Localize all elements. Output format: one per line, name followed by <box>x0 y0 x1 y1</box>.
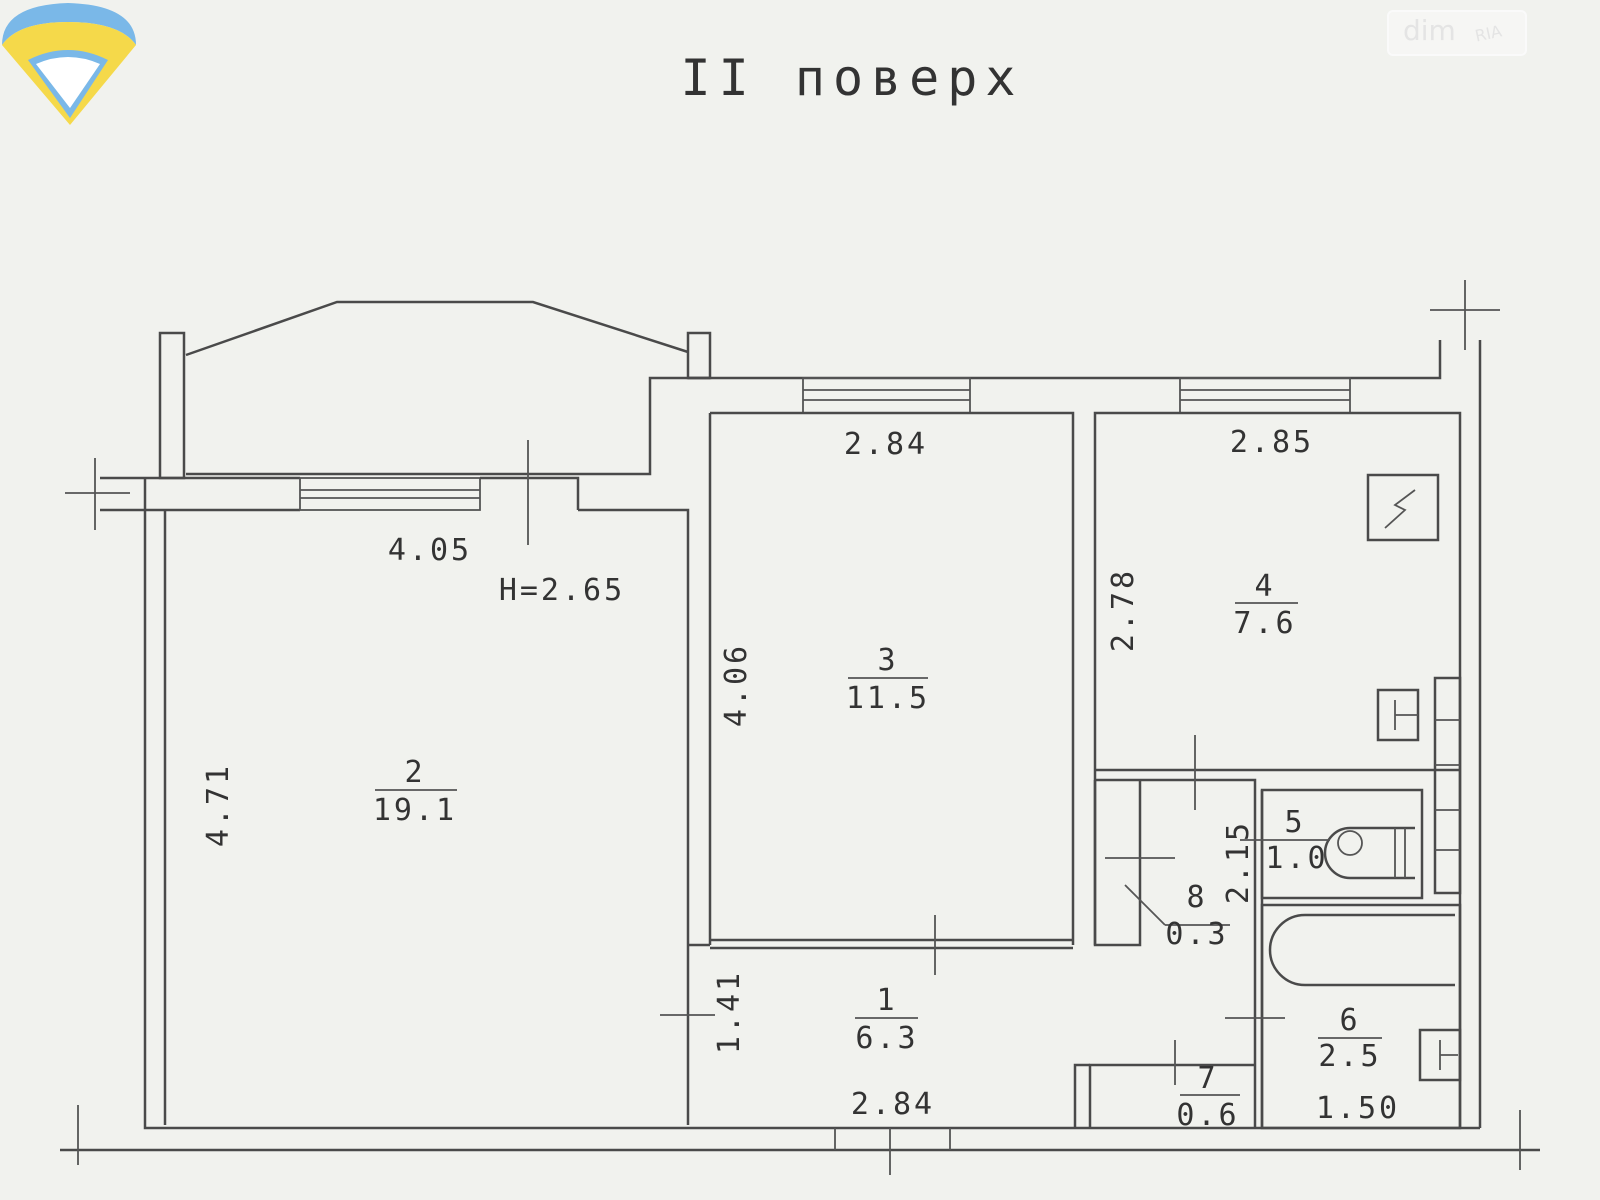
dim-room3-width: 2.84 <box>844 427 928 462</box>
logo-icon <box>2 3 136 125</box>
room-4-label: 47.6 <box>1233 569 1298 641</box>
svg-text:3: 3 <box>877 643 898 678</box>
svg-text:19.1: 19.1 <box>373 793 457 828</box>
fixtures <box>1124 473 1462 1082</box>
svg-text:6.3: 6.3 <box>855 1021 918 1056</box>
logo <box>0 0 140 130</box>
watermark: dim RIA <box>1387 10 1527 56</box>
svg-text:7.6: 7.6 <box>1233 606 1296 641</box>
walls <box>60 340 1540 1152</box>
dim-room4-length: 2.78 <box>1106 568 1141 652</box>
room-8-label: 80.3 <box>1165 880 1230 952</box>
dim-room4-width: 2.85 <box>1230 425 1314 460</box>
svg-text:2: 2 <box>404 755 425 790</box>
svg-text:7: 7 <box>1197 1061 1218 1096</box>
room-6-label: 62.5 <box>1318 1003 1382 1074</box>
dim-room2-width: 4.05 <box>388 533 472 568</box>
room-7-label: 70.6 <box>1176 1061 1240 1133</box>
svg-text:1.0: 1.0 <box>1265 841 1328 876</box>
svg-text:0.3: 0.3 <box>1165 917 1228 952</box>
svg-text:0.6: 0.6 <box>1176 1098 1239 1133</box>
dim-room2-length: 4.71 <box>201 763 236 847</box>
toilet-icon <box>1323 826 1415 880</box>
svg-text:1: 1 <box>876 983 897 1018</box>
dim-bath-width: 1.50 <box>1316 1091 1400 1126</box>
svg-text:11.5: 11.5 <box>846 681 930 716</box>
room-2-label: 219.1 <box>373 755 457 828</box>
dim-room3-length: 4.06 <box>719 643 754 727</box>
svg-text:6: 6 <box>1339 1003 1360 1038</box>
svg-text:8: 8 <box>1186 880 1207 915</box>
dimension-labels: 4.05 H=2.65 4.71 2.84 4.06 2.85 2.78 2.1… <box>201 425 1400 1126</box>
dim-hall-width: 2.84 <box>851 1087 935 1122</box>
svg-text:2.5: 2.5 <box>1318 1039 1381 1074</box>
sink-icon <box>1418 1028 1462 1082</box>
dim-ceiling-height: H=2.65 <box>499 573 625 608</box>
bathtub-icon <box>1268 913 1455 987</box>
svg-text:5: 5 <box>1284 805 1305 840</box>
dim-wc-length: 2.15 <box>1221 820 1256 904</box>
balcony <box>158 300 712 480</box>
room-5-label: 51.0 <box>1240 805 1330 876</box>
watermark-dim: dim <box>1403 14 1456 47</box>
vent-duct <box>1433 676 1462 895</box>
floor-title: II поверх <box>681 49 1024 107</box>
room-1-label: 16.3 <box>855 983 918 1056</box>
boiler-icon <box>1366 473 1440 542</box>
room-3-label: 311.5 <box>846 643 930 716</box>
room-labels: 16.3 219.1 311.5 47.6 51.0 62.5 70.6 80.… <box>373 569 1382 1133</box>
svg-text:4: 4 <box>1254 569 1275 604</box>
dimension-marks <box>65 280 1521 1175</box>
dim-hall-depth: 1.41 <box>712 970 747 1054</box>
